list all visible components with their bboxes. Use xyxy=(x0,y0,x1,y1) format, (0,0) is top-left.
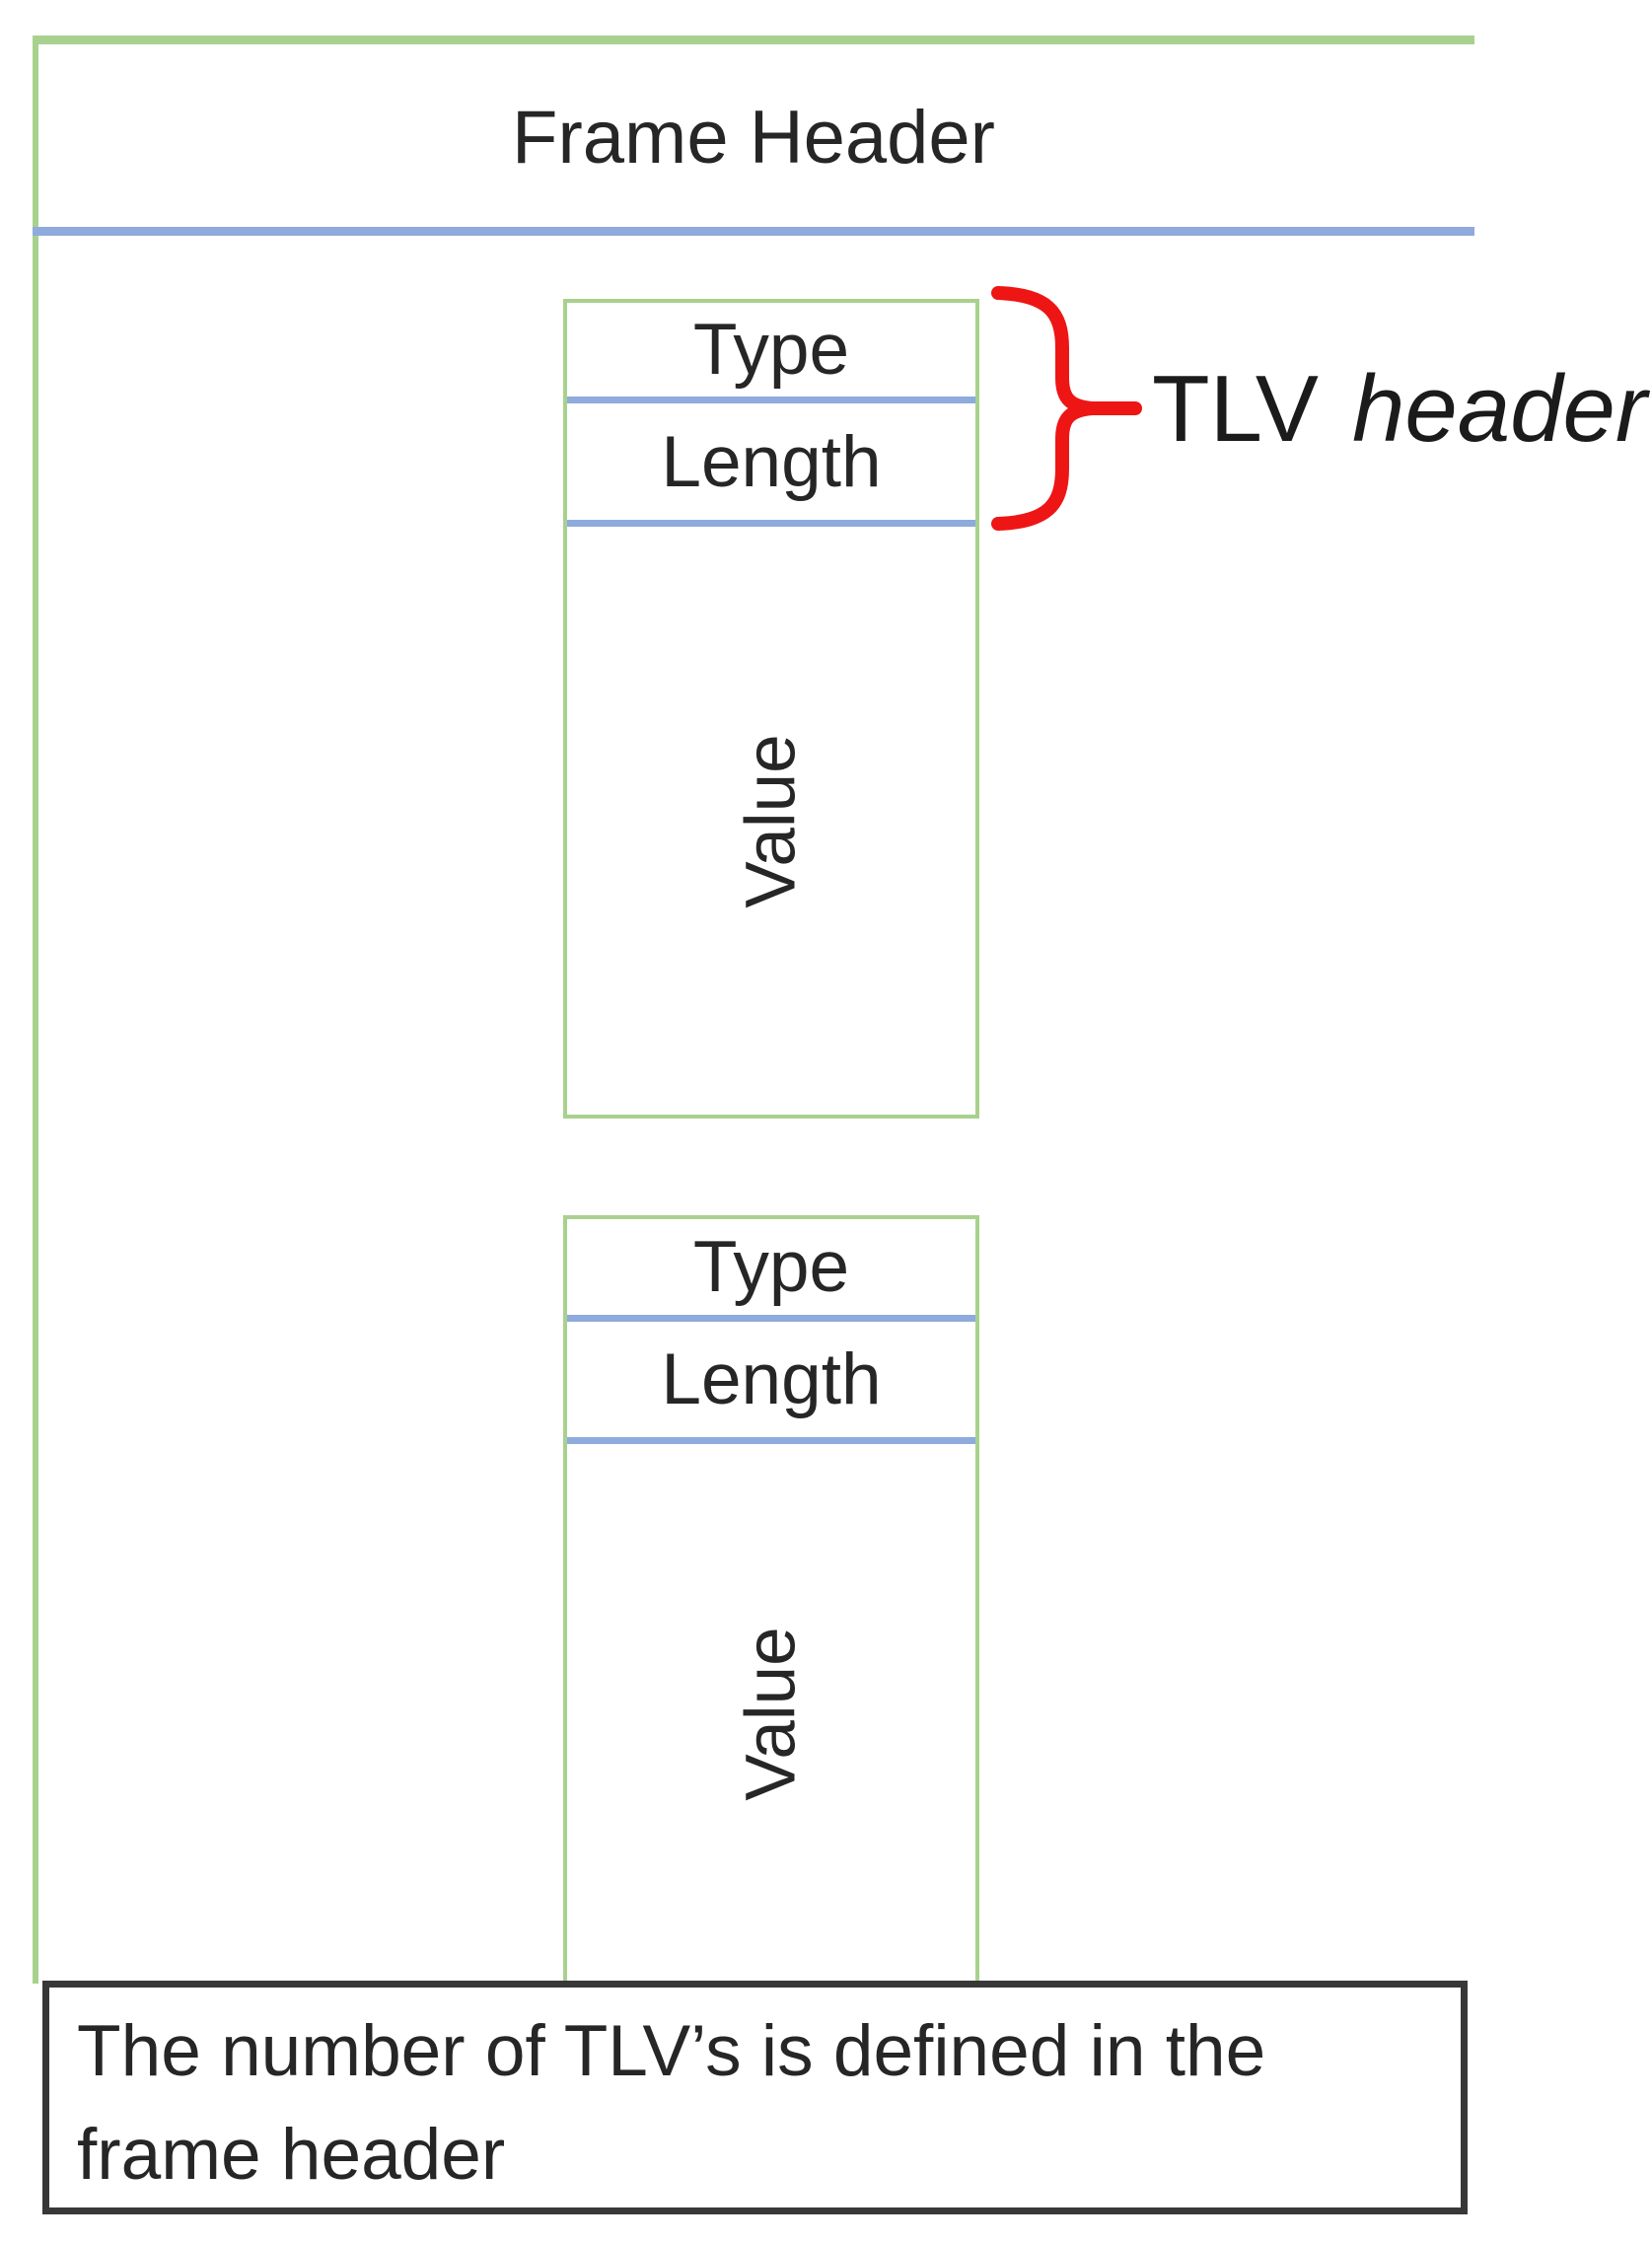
tlv2-value-label: Value xyxy=(732,1626,811,1801)
frame-header-label: Frame Header xyxy=(512,96,995,180)
tlv1-type-label: Type xyxy=(692,310,850,390)
tlv2-length-label: Length xyxy=(661,1339,882,1419)
tlv2-type-length-divider xyxy=(567,1315,975,1322)
frame-header-divider-line xyxy=(33,227,1474,236)
tlv1-type-length-divider xyxy=(567,397,975,403)
tlv-header-annotation: TLV header xyxy=(1152,349,1647,470)
frame-box-top-border xyxy=(33,36,1474,44)
tlv2-value-area: Value xyxy=(567,1444,975,1983)
tlv-block-2: Type Length Value xyxy=(563,1215,979,1987)
tlv-block-1: Type Length Value xyxy=(563,299,979,1119)
tlv1-value-area: Value xyxy=(567,527,975,1115)
note-box: The number of TLV’s is defined in the fr… xyxy=(42,1981,1468,2214)
tlv2-type-label: Type xyxy=(692,1227,850,1307)
tlv-annotation-emphasis: header xyxy=(1351,356,1647,462)
tlv-header-brace-icon xyxy=(991,286,1142,531)
tlv1-value-label: Value xyxy=(732,733,811,908)
note-text: The number of TLV’s is defined in the fr… xyxy=(77,2011,1266,2195)
tlv1-length-value-divider xyxy=(567,520,975,527)
tlv1-length-label: Length xyxy=(661,421,882,502)
tlv2-length-value-divider xyxy=(567,1437,975,1444)
tlv-annotation-prefix: TLV xyxy=(1152,356,1319,462)
frame-box-left-border xyxy=(33,36,38,1984)
